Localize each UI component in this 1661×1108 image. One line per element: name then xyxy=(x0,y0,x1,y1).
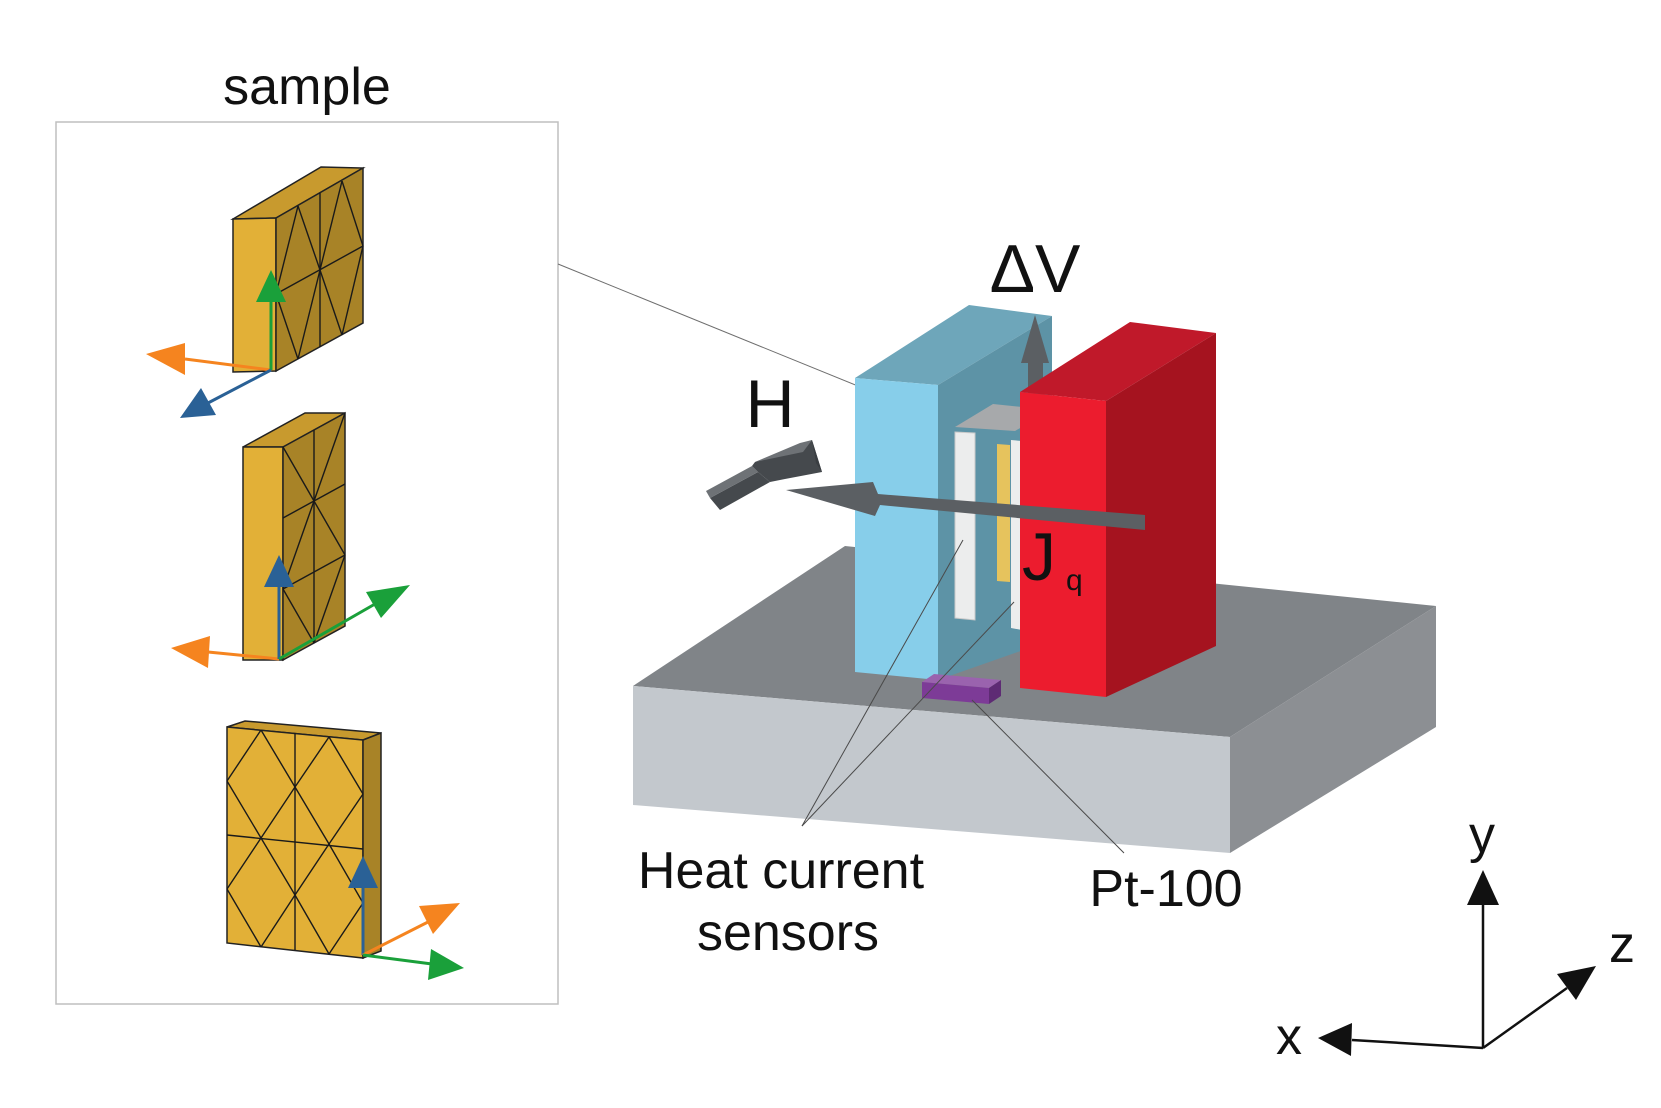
sample-3-facets xyxy=(226,729,364,955)
sample-2-front xyxy=(242,446,284,661)
sample-3-arrow-orange xyxy=(362,920,429,957)
hot-block-top xyxy=(1020,322,1216,401)
sample-orientation-2 xyxy=(171,411,410,668)
base-plate-side xyxy=(1230,606,1436,853)
sample-title: sample xyxy=(223,58,391,116)
sample-3-side xyxy=(362,731,382,960)
heat-sensor-left xyxy=(954,431,976,621)
heat-sensor-label-line2: sensors xyxy=(697,904,879,962)
base-plate-front xyxy=(633,686,1230,853)
heat-sensor-label-line1: Heat current xyxy=(638,842,925,900)
h-field-label: H xyxy=(745,366,794,442)
hot-block xyxy=(1020,322,1216,697)
axis-z-line xyxy=(1482,986,1568,1050)
sample-panel-frame xyxy=(55,121,559,1005)
heat-flux-subscript: q xyxy=(1066,564,1083,597)
sample-2-arrow-orange xyxy=(207,650,280,661)
axis-y-label: y xyxy=(1469,806,1495,864)
pt100-label: Pt-100 xyxy=(1089,860,1242,918)
coordinate-system: y x z xyxy=(1276,806,1635,1066)
delta-v-label: ΔV xyxy=(990,231,1081,307)
heat-flux-label: J xyxy=(1022,519,1056,595)
axis-z-label: z xyxy=(1609,916,1635,974)
axis-y-arrowhead xyxy=(1467,870,1499,905)
label-leader-lines xyxy=(801,539,1125,854)
axis-x-label: x xyxy=(1276,1008,1302,1066)
sample-orientation-1 xyxy=(146,166,366,418)
cold-block-top xyxy=(855,305,1052,385)
axis-z-arrowhead xyxy=(1557,966,1596,1000)
pt100-thermometer xyxy=(922,674,1001,704)
sample-3-arrow-green xyxy=(362,953,433,966)
sample-1-arrow-blue xyxy=(207,368,272,405)
sample-2-arrow-green xyxy=(278,602,376,661)
magnetic-field-arrow xyxy=(706,440,822,510)
sample-orientation-3 xyxy=(226,720,464,980)
sample-2-facets xyxy=(282,412,346,644)
heat-flux-arrow xyxy=(786,482,1145,530)
hot-block-front xyxy=(1020,392,1106,697)
sample-1-facets xyxy=(275,180,364,360)
cold-block-front xyxy=(855,378,938,680)
heat-sensor-right xyxy=(1011,440,1022,630)
axis-x-line xyxy=(1351,1038,1484,1050)
axis-x-arrowhead xyxy=(1318,1023,1352,1056)
hot-block-side xyxy=(1106,333,1216,697)
sample-1-arrow-orange xyxy=(184,357,272,372)
